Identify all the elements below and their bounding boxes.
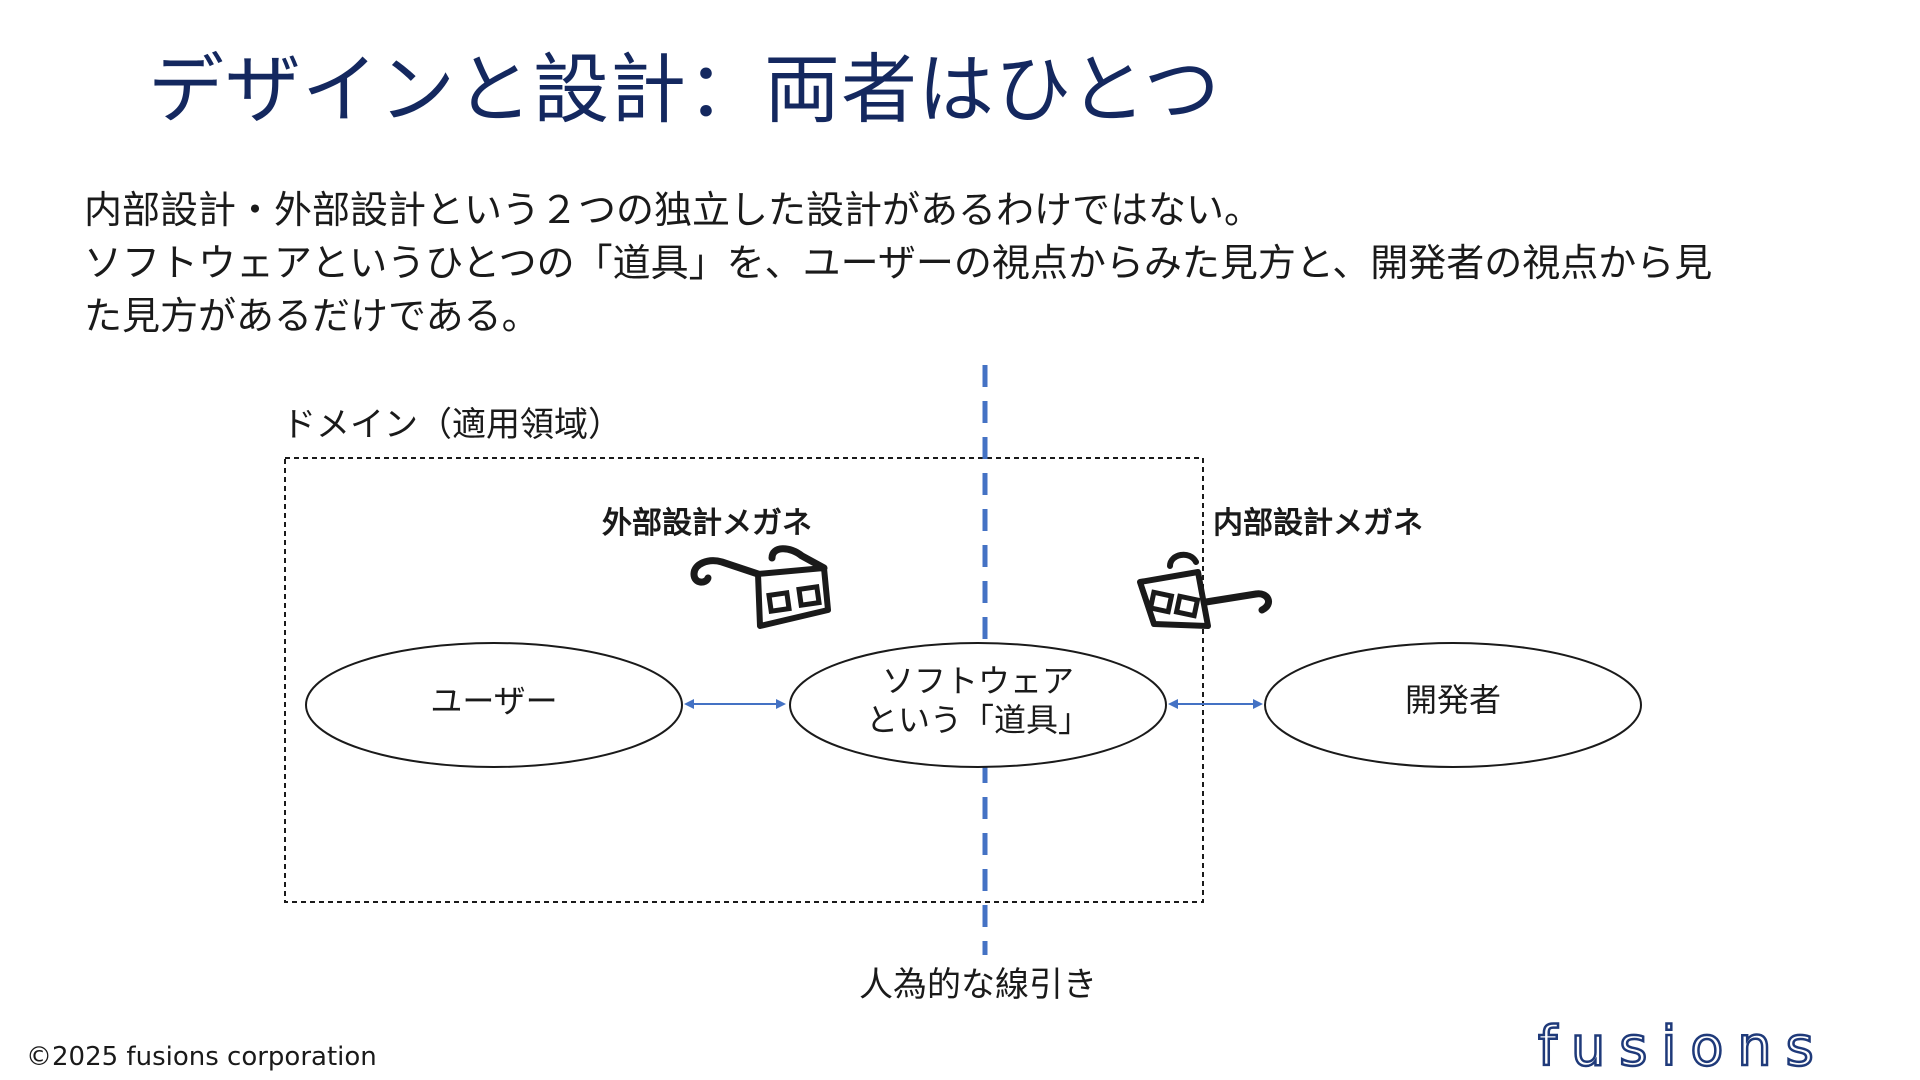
user-ellipse — [305, 642, 683, 768]
software-ellipse — [789, 642, 1167, 768]
software-node-label-line1: ソフトウェア — [882, 662, 1074, 700]
divider-label: 人為的な線引き — [859, 965, 1097, 1005]
footer-copyright: ©2025 fusions corporation — [26, 1042, 377, 1072]
body-line-2: ソフトウェアというひとつの「道具」を、ユーザーの視点からみた見方と、開発者の視点… — [84, 241, 1713, 285]
external-glasses-label: 外部設計メガネ — [602, 506, 812, 541]
domain-boundary — [284, 457, 1204, 903]
glasses-3d-icon — [690, 545, 831, 629]
domain-label: ドメイン（適用領域） — [282, 405, 622, 445]
body-line-3: た見方があるだけである。 — [84, 294, 540, 338]
slide-title: デザインと設計：両者はひとつ — [148, 45, 1221, 134]
software-node-label-line2: という「道具」 — [866, 701, 1090, 739]
developer-node-label: 開発者 — [1405, 681, 1501, 719]
internal-glasses-label: 内部設計メガネ — [1213, 506, 1423, 541]
developer-ellipse — [1264, 642, 1642, 768]
fusions-logo: fusions — [1537, 1014, 1828, 1080]
body-line-1: 内部設計・外部設計という２つの独立した設計があるわけではない。 — [84, 188, 1263, 232]
glasses-3d-icon — [1137, 551, 1272, 629]
user-node-label: ユーザー — [430, 682, 557, 720]
body-text: 内部設計・外部設計という２つの独立した設計があるわけではない。 ソフトウェアとい… — [84, 184, 1844, 343]
fusions-logo-text: fusions — [1538, 1015, 1828, 1078]
